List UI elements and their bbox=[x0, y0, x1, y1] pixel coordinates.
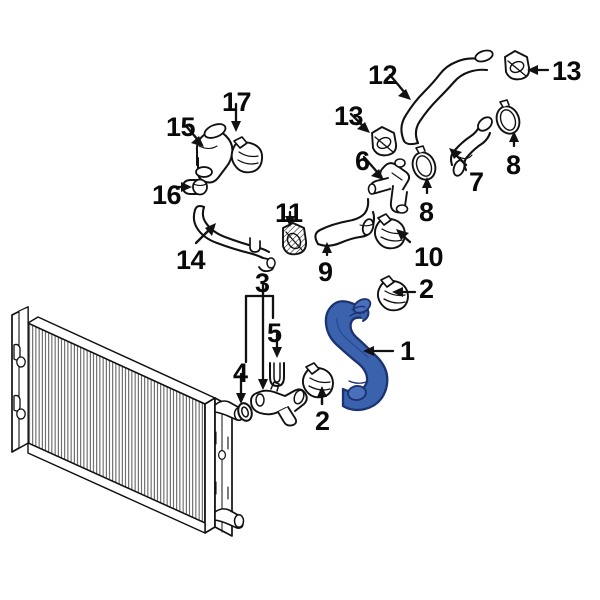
part-2-spring-clamp-upper bbox=[376, 275, 409, 312]
callout-number-3[interactable]: 3 bbox=[255, 268, 270, 298]
part-8-ring-clamp-left bbox=[411, 145, 437, 181]
callout-number-14[interactable]: 14 bbox=[176, 245, 206, 275]
part-9-bypass-hose bbox=[314, 197, 376, 247]
callout-number-7[interactable]: 7 bbox=[469, 167, 484, 197]
part-15-elbow-hose bbox=[195, 123, 234, 184]
callout-number-13a[interactable]: 13 bbox=[334, 101, 364, 131]
callout-number-12[interactable]: 12 bbox=[368, 60, 398, 90]
callout-number-4[interactable]: 4 bbox=[233, 358, 248, 388]
part-5-u-clip bbox=[269, 362, 285, 387]
part-3-thermostat-housing bbox=[250, 381, 308, 427]
radiator-assembly bbox=[11, 306, 245, 537]
part-2-spring-clamp-lower bbox=[301, 362, 334, 399]
part-16-end-fitting bbox=[182, 178, 208, 196]
callout-number-16[interactable]: 16 bbox=[152, 180, 182, 210]
part-1-radiator-hose-highlighted bbox=[324, 298, 389, 412]
callout-number-9[interactable]: 9 bbox=[318, 257, 333, 287]
part-8-ring-clamp-right bbox=[495, 99, 521, 135]
callout-number-5[interactable]: 5 bbox=[267, 318, 282, 348]
callout-number-8a[interactable]: 8 bbox=[419, 197, 434, 227]
part-13-mounting-clip-left bbox=[371, 126, 398, 157]
callout-number-13b[interactable]: 13 bbox=[552, 56, 582, 86]
part-17-spring-clamp bbox=[230, 136, 264, 174]
callout-number-15[interactable]: 15 bbox=[166, 112, 196, 142]
part-4-o-ring bbox=[237, 402, 253, 422]
part-10-spring-clamp bbox=[373, 213, 406, 250]
callout-number-11[interactable]: 11 bbox=[275, 198, 303, 228]
part-13-mounting-clip-right bbox=[504, 50, 531, 81]
callout-number-10[interactable]: 10 bbox=[414, 242, 444, 272]
callout-number-2a[interactable]: 2 bbox=[419, 274, 434, 304]
callout-number-17[interactable]: 17 bbox=[222, 87, 252, 117]
callout-number-2b[interactable]: 2 bbox=[315, 406, 330, 436]
part-14-vent-hose bbox=[192, 205, 276, 273]
callout-number-8b[interactable]: 8 bbox=[506, 150, 521, 180]
part-12-s-hose bbox=[400, 49, 494, 146]
callout-number-6[interactable]: 6 bbox=[355, 146, 370, 176]
part-6-tee-connector bbox=[367, 158, 411, 214]
callout-number-1[interactable]: 1 bbox=[400, 336, 415, 366]
part-11-retaining-bracket bbox=[282, 222, 308, 256]
